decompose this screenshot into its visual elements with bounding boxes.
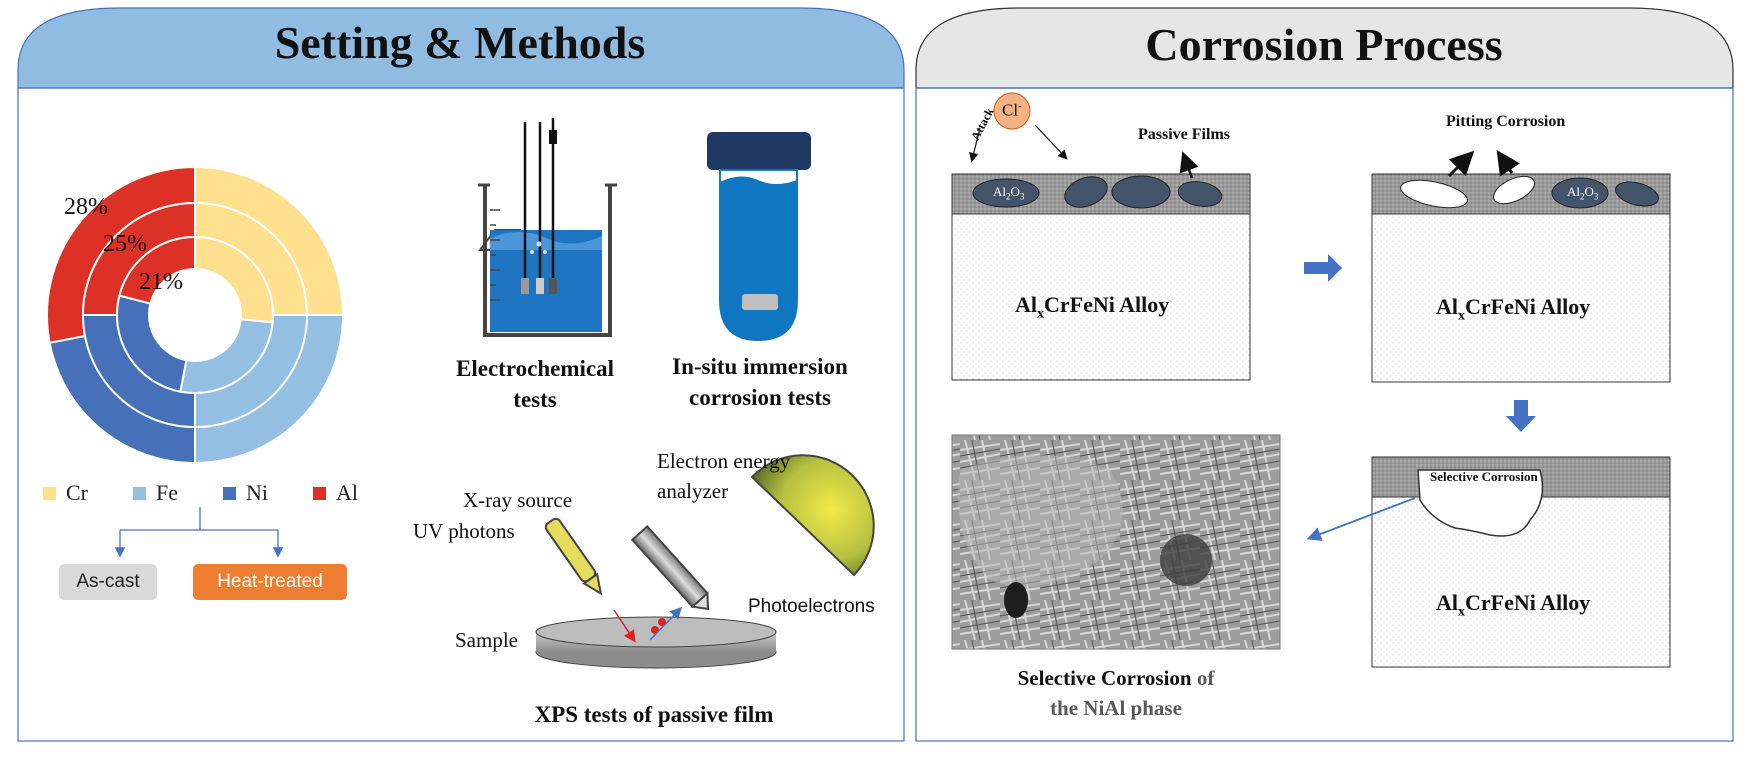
alloy3-x: x: [1458, 604, 1465, 620]
alloy1-x: x: [1037, 306, 1044, 322]
electron-analyzer-label: Electron energy analyzer: [657, 446, 790, 506]
legend-swatch-ni: [223, 486, 236, 500]
down-arrow: [1506, 400, 1536, 432]
composition-donut-chart: [46, 165, 345, 465]
left-panel-frame: [17, 87, 905, 742]
selective-label: Selective Corrosion: [1430, 469, 1538, 484]
legend-label-ni: Ni: [246, 480, 268, 505]
alloy2-rest: CrFeNi Alloy: [1465, 294, 1591, 319]
left-panel: [17, 7, 905, 742]
right-arrow: [1304, 254, 1342, 282]
insitu-line2: corrosion tests: [688, 385, 832, 410]
electron-analyzer-dome: [750, 454, 875, 577]
pitting-label: Pitting Corrosion: [1446, 113, 1566, 130]
alloy3-rest: CrFeNi Alloy: [1465, 590, 1591, 615]
oxide2-o: O: [1584, 184, 1594, 199]
alloy2-al: Al: [1436, 294, 1458, 319]
legend-label-fe: Fe: [156, 480, 178, 505]
sample-label: Sample: [455, 628, 518, 652]
cl-ion-label: Cl-: [1002, 100, 1022, 121]
left-panel-title: Setting & Methods: [274, 17, 646, 68]
legend-label-al: Al: [336, 480, 358, 505]
oxide-label-1: Al2O3: [993, 184, 1024, 202]
sem-micrograph: [951, 434, 1281, 650]
caption-line1b: of: [1191, 666, 1215, 690]
legend-item-al: Al: [313, 480, 358, 506]
as-cast-chip: As-cast: [59, 564, 157, 600]
photoelectrons-label: Photoelectrons: [748, 596, 875, 617]
selective-block: [1306, 456, 1671, 668]
outer-ring-label: 28%: [64, 194, 108, 220]
alloy2-x: x: [1458, 308, 1465, 324]
oxide1-al: Al: [993, 184, 1006, 199]
right-panel-title: Corrosion Process: [1145, 19, 1503, 70]
legend-swatch-al: [313, 486, 326, 500]
cl-ion-text: Cl: [1002, 100, 1019, 120]
alloy-label-1: AlxCrFeNi Alloy: [1015, 292, 1169, 322]
xray-source-label: X-ray source: [463, 488, 573, 512]
electrochemical-label: Electrochemical tests: [435, 353, 635, 415]
oxide1-o: O: [1010, 184, 1020, 199]
state-tree: [114, 507, 284, 558]
alloy1-rest: CrFeNi Alloy: [1044, 292, 1170, 317]
electron-line2: analyzer: [657, 479, 729, 503]
right-panel-header: [915, 7, 1734, 89]
oxide2-sub1: 2: [1580, 191, 1585, 202]
alloy-label-3: AlxCrFeNi Alloy: [1436, 590, 1590, 620]
left-panel-header: [17, 7, 905, 89]
beaker-illustration: [478, 118, 617, 337]
sem-caption: Selective Corrosion of the NiAl phase: [996, 663, 1236, 723]
oxide1-sub2: 3: [1019, 191, 1025, 202]
oxide-label-2: Al2O3: [1567, 184, 1598, 202]
pitting-block: [1371, 150, 1671, 383]
insitu-label: In-situ immersion corrosion tests: [655, 351, 865, 413]
legend-item-fe: Fe: [133, 480, 178, 506]
donut-slice-inner-al: [118, 235, 196, 305]
electrochemical-line2: tests: [513, 387, 557, 412]
xps-title: XPS tests of passive film: [534, 702, 774, 727]
xps-illustration: [535, 454, 875, 669]
test-tube-illustration: [707, 132, 811, 342]
oxide2-al: Al: [1567, 184, 1580, 199]
oxide2-sub2: 3: [1593, 191, 1599, 202]
oxide1-sub1: 2: [1006, 191, 1011, 202]
caption-line1a: Selective Corrosion: [1017, 666, 1192, 690]
passive-films-label: Passive Films: [1138, 126, 1230, 143]
alloy-label-2: AlxCrFeNi Alloy: [1436, 294, 1590, 324]
legend-item-cr: Cr: [43, 480, 88, 506]
cl-ion-charge: -: [1018, 100, 1022, 112]
alloy3-al: Al: [1436, 590, 1458, 615]
inner-ring-label: 21%: [139, 269, 183, 295]
right-panel-frame: [915, 87, 1734, 742]
insitu-line1: In-situ immersion: [672, 354, 848, 379]
legend-item-ni: Ni: [223, 480, 268, 506]
legend-label-cr: Cr: [66, 480, 88, 505]
legend-swatch-fe: [133, 486, 146, 500]
middle-ring-label: 25%: [103, 231, 147, 257]
electrochemical-line1: Electrochemical: [456, 356, 614, 381]
right-panel: [915, 7, 1734, 742]
caption-line2: the NiAl phase: [1050, 696, 1182, 720]
electron-line1: Electron energy: [657, 449, 791, 473]
alloy1-al: Al: [1015, 292, 1037, 317]
legend-swatch-cr: [43, 486, 56, 500]
passive-film-block: [951, 92, 1251, 381]
heat-treated-chip: Heat-treated: [193, 564, 347, 600]
uv-photons-label: UV photons: [413, 519, 515, 543]
